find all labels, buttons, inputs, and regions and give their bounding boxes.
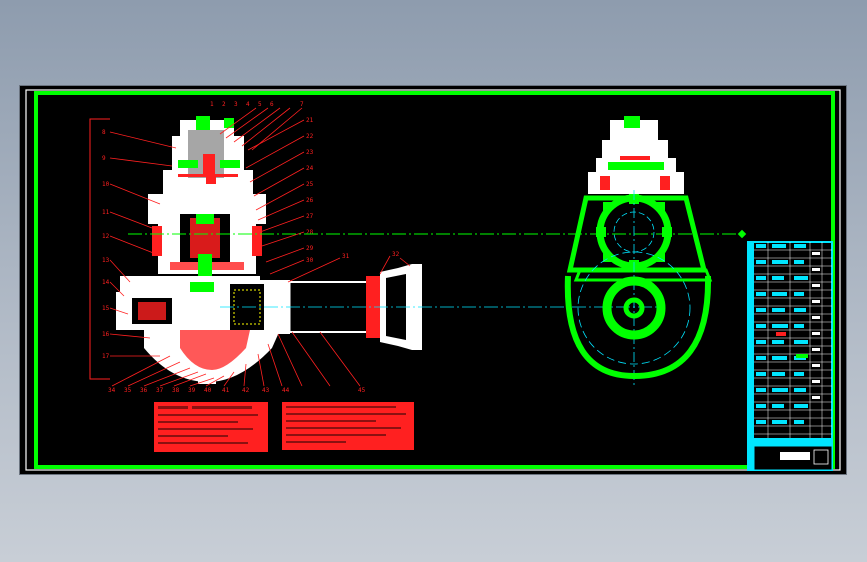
callout-left-4: 11 [102,209,110,216]
callout-left-9: 16 [102,331,110,338]
callout-bottom-6: 39 [188,387,196,394]
callout-right-10: 30 [306,257,314,264]
parts-list-table [747,241,833,471]
callout-right-6: 26 [306,197,314,204]
callout-right-4: 24 [306,165,314,172]
side-view [564,116,713,386]
dimension-bracket [89,118,110,380]
callout-left-10: 17 [102,353,110,360]
callout-bottom-11: 44 [282,387,290,394]
callout-bottom-2: 35 [124,387,132,394]
callout-right-7: 27 [306,213,314,220]
callout-right-8: 28 [306,229,314,236]
leader-lines [109,107,411,387]
callout-bottom-9: 42 [242,387,250,394]
callout-left-1: 8 [102,129,106,136]
callout-bottom-12: 45 [358,387,366,394]
callout-top-1: 1 [210,101,214,108]
callout-top-4: 4 [246,101,250,108]
upper-housing [163,116,253,194]
callout-left-8: 15 [102,305,110,312]
callout-top-7: 7 [300,101,304,108]
gear-hub-inner [623,297,645,319]
callout-top-5: 5 [258,101,262,108]
callout-bottom-8: 41 [222,387,230,394]
callout-bottom-1: 34 [108,387,116,394]
gear-hub-outer [602,276,666,340]
callout-left-7: 14 [102,279,110,286]
callout-left-5: 12 [102,233,110,240]
callout-bottom-10: 43 [262,387,270,394]
callout-right-2: 22 [306,133,314,140]
callout-numbers: 1 2 3 4 5 6 7 8 9 10 11 12 13 14 15 16 1… [102,101,400,394]
callout-right-11: 31 [342,253,350,260]
callout-right-3: 23 [306,149,314,156]
callout-left-6: 13 [102,257,110,264]
callout-right-5: 25 [306,181,314,188]
callout-bottom-4: 37 [156,387,164,394]
outer-frame [25,89,841,471]
callout-left-3: 10 [102,181,110,188]
output-shaft [230,264,422,350]
callout-right-9: 29 [306,245,314,252]
notes-block-left [154,402,268,452]
main-housing [148,194,266,276]
callout-top-2: 2 [222,101,226,108]
callout-bottom-7: 40 [204,387,212,394]
callout-bottom-3: 36 [140,387,148,394]
cad-drawing: 1 2 3 4 5 6 7 8 9 10 11 12 13 14 15 16 1… [25,89,841,471]
centerline-end-marker [737,229,747,239]
callout-top-6: 6 [270,101,274,108]
gear-pitch-circle [577,251,691,365]
cad-drawing-sheet: 1 2 3 4 5 6 7 8 9 10 11 12 13 14 15 16 1… [19,85,847,475]
section-view: 1 2 3 4 5 6 7 8 9 10 11 12 13 14 15 16 1… [89,101,422,394]
callout-right-1: 21 [306,117,314,124]
callout-right-12: 32 [392,251,400,258]
notes-block-right [282,402,414,450]
callout-left-2: 9 [102,155,106,162]
callout-bottom-5: 38 [172,387,180,394]
callout-top-3: 3 [234,101,238,108]
gear-housing-outline [564,275,712,380]
